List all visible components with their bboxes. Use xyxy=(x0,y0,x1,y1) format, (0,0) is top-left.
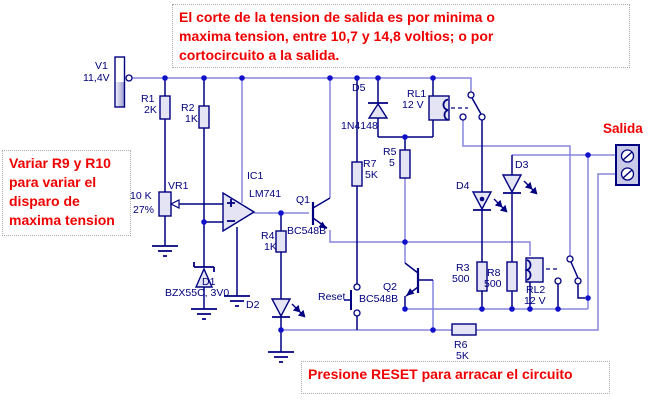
label-r3-value: 500 xyxy=(452,273,470,285)
label-d1-value: BZX55C, 3V0 xyxy=(165,287,230,299)
label-r5-value: 5 xyxy=(389,157,395,169)
resistor-r1 xyxy=(159,95,171,120)
power-source-v1 xyxy=(114,56,133,108)
label-d5: D5 xyxy=(352,82,366,94)
led-light-arrow-icon xyxy=(498,203,508,213)
transistor-q1 xyxy=(311,197,331,229)
output-connector xyxy=(615,144,640,186)
relay-rl1-switch xyxy=(459,91,486,121)
resistor-r3 xyxy=(476,261,488,292)
label-r8: R8 xyxy=(487,267,501,279)
label-r6-value: 5K xyxy=(456,350,469,362)
reset-button[interactable] xyxy=(344,283,361,317)
label-v1-value: 11,4V xyxy=(83,72,110,84)
label-ic1-value: LM741 xyxy=(249,188,282,200)
resistor-r2 xyxy=(198,105,210,129)
label-vr1-percent: 27% xyxy=(133,204,155,216)
resistor-r6 xyxy=(451,323,477,336)
potentiometer-vr1[interactable] xyxy=(158,191,180,217)
label-r4-value: 1K xyxy=(264,241,277,253)
label-r6: R6 xyxy=(454,339,468,351)
resistor-r7 xyxy=(351,161,363,187)
label-q1: Q1 xyxy=(296,194,311,206)
note-bottom: Presione RESET para arracar el circuito xyxy=(301,361,610,394)
routing-wires xyxy=(132,77,616,331)
label-r3: R3 xyxy=(456,262,470,274)
emitter-arrow-icon xyxy=(406,288,415,296)
relay-rl2 xyxy=(524,257,557,283)
wiper-arrow-icon xyxy=(169,199,180,209)
label-d5-value: 1N4148 xyxy=(341,120,378,132)
junction-dots xyxy=(162,75,591,333)
resistor-r8 xyxy=(506,261,518,292)
label-v1: V1 xyxy=(95,60,108,72)
label-d2: D2 xyxy=(246,299,260,311)
label-r2: R2 xyxy=(181,102,195,114)
label-reset: Reset xyxy=(318,291,346,303)
label-d1: D1 xyxy=(202,276,216,288)
ground-symbols xyxy=(152,245,294,363)
label-q2-value: BC548B xyxy=(359,293,399,305)
label-r4: R4 xyxy=(261,230,275,242)
label-rl1: RL1 xyxy=(407,88,427,100)
led-light-arrow-icon xyxy=(528,185,538,195)
label-d3: D3 xyxy=(515,159,529,171)
output-title: Salida xyxy=(603,121,643,136)
resistor-r4 xyxy=(275,230,287,253)
relay-rl2-switch xyxy=(554,255,582,285)
label-r1-value: 2K xyxy=(144,104,157,116)
label-r7: R7 xyxy=(363,158,377,170)
zener-d1 xyxy=(193,262,215,288)
plus-input-icon xyxy=(227,199,235,207)
opamp-ic1 xyxy=(222,191,256,233)
label-r7-value: 5K xyxy=(365,169,378,181)
label-d4: D4 xyxy=(456,180,470,192)
v1-terminal xyxy=(125,74,133,82)
resistor-r5 xyxy=(399,149,411,179)
transistor-q2 xyxy=(404,262,420,309)
note-left: Variar R9 y R10 para variar el disparo d… xyxy=(2,150,131,236)
led-dot-icon xyxy=(479,196,485,202)
led-d4 xyxy=(471,191,508,213)
label-r5: R5 xyxy=(383,146,397,158)
label-rl2: RL2 xyxy=(526,284,546,296)
emitter-arrow-icon xyxy=(318,221,327,229)
label-vr1: VR1 xyxy=(168,180,189,192)
led-light-arrow-icon xyxy=(296,308,306,318)
label-rl1-value: 12 V xyxy=(402,99,424,111)
pin-wires xyxy=(164,78,585,352)
label-r1: R1 xyxy=(141,93,155,105)
label-q1-value: BC548B xyxy=(287,225,327,237)
label-r2-value: 1K xyxy=(185,113,198,125)
label-rl2-value: 12 V xyxy=(524,295,546,307)
led-d2 xyxy=(270,298,306,318)
relay-rl1 xyxy=(428,95,468,121)
note-top: El corte de la tension de salida es por … xyxy=(172,4,630,68)
led-d3 xyxy=(501,174,538,195)
label-vr1-value: 10 K xyxy=(130,190,152,202)
label-r8-value: 500 xyxy=(484,278,502,290)
label-q2: Q2 xyxy=(383,281,398,293)
label-ic1: IC1 xyxy=(247,170,264,182)
diode-d5 xyxy=(367,102,389,119)
